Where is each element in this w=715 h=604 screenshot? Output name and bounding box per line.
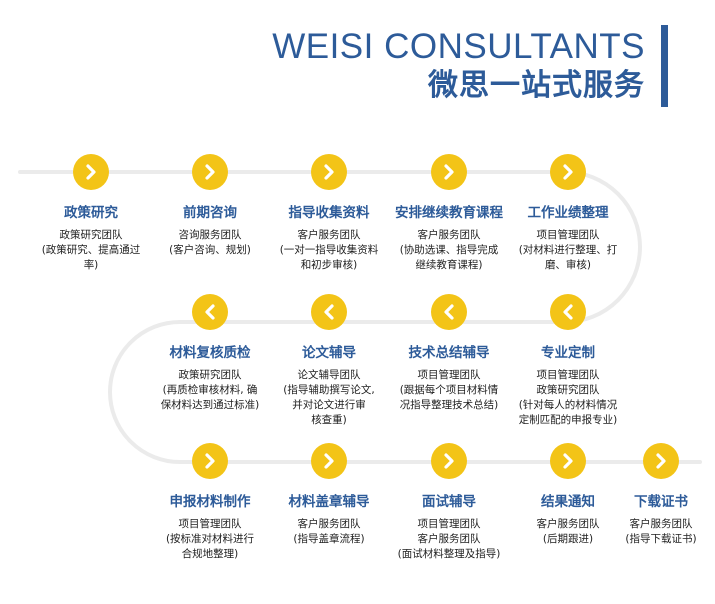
step-description: 论文辅导团队(指导辅助撰写论文,并对论文进行审核查重): [283, 369, 375, 426]
step-title: 论文辅导: [302, 345, 356, 361]
chevron-right-icon: [192, 443, 228, 479]
chevron-right-icon: [192, 154, 228, 190]
step-policy-research: 政策研究 政策研究团队(政策研究、提高通过率): [26, 154, 156, 273]
step-technical-summary: 技术总结辅导 项目管理团队(跟据每个项目材料情况指导整理技术总结): [384, 294, 514, 413]
chevron-left-icon: [311, 294, 347, 330]
chevron-right-icon: [73, 154, 109, 190]
chevron-left-icon: [431, 294, 467, 330]
chevron-left-icon: [192, 294, 228, 330]
step-material-review: 材料复核质检 政策研究团队(再质检审核材料, 确保材料达到通过标准): [145, 294, 275, 413]
step-description: 项目管理团队(对材料进行整理、打磨、审核): [518, 229, 618, 271]
chevron-right-icon: [311, 443, 347, 479]
step-interview-guidance: 面试辅导 项目管理团队客户服务团队(面试材料整理及指导): [384, 443, 514, 562]
step-title: 安排继续教育课程: [395, 205, 503, 221]
chevron-left-icon: [550, 294, 586, 330]
chevron-right-icon: [431, 154, 467, 190]
step-download-certificate: 下载证书 客户服务团队(指导下载证书): [596, 443, 715, 547]
step-collect-materials: 指导收集资料 客户服务团队(一对一指导收集资料和初步审核): [264, 154, 394, 273]
step-description: 项目管理团队客户服务团队(面试材料整理及指导): [397, 518, 501, 560]
step-continuing-education: 安排继续教育课程 客户服务团队(协助选课、指导完成继续教育课程): [384, 154, 514, 273]
step-description: 客户服务团队(指导盖章流程): [293, 518, 365, 545]
step-title: 技术总结辅导: [408, 345, 490, 361]
chevron-right-icon: [311, 154, 347, 190]
step-description: 客户服务团队(一对一指导收集资料和初步审核): [279, 229, 379, 271]
step-description: 项目管理团队(跟据每个项目材料情况指导整理技术总结): [399, 369, 499, 411]
step-title: 专业定制: [541, 345, 595, 361]
step-title: 材料复核质检: [169, 345, 251, 361]
chevron-right-icon: [550, 154, 586, 190]
step-application-production: 申报材料制作 项目管理团队(按标准对材料进行合规地整理): [145, 443, 275, 562]
step-title: 下载证书: [634, 494, 688, 510]
step-title: 工作业绩整理: [527, 205, 609, 221]
brand-english: WEISI CONSULTANTS: [272, 27, 645, 66]
chevron-right-icon: [431, 443, 467, 479]
step-description: 客户服务团队(后期跟进): [536, 518, 600, 545]
step-title: 申报材料制作: [169, 494, 251, 510]
step-preliminary-consultation: 前期咨询 咨询服务团队(客户咨询、规划): [145, 154, 275, 258]
step-seal-guidance: 材料盖章辅导 客户服务团队(指导盖章流程): [264, 443, 394, 547]
chevron-right-icon: [643, 443, 679, 479]
step-title: 材料盖章辅导: [288, 494, 370, 510]
step-title: 政策研究: [64, 205, 118, 221]
chevron-right-icon: [550, 443, 586, 479]
step-professional-customization: 专业定制 项目管理团队政策研究团队(针对每人的材料情况定制匹配的申报专业): [503, 294, 633, 428]
step-description: 项目管理团队(按标准对材料进行合规地整理): [165, 518, 255, 560]
step-work-performance: 工作业绩整理 项目管理团队(对材料进行整理、打磨、审核): [503, 154, 633, 273]
step-thesis-guidance: 论文辅导 论文辅导团队(指导辅助撰写论文,并对论文进行审核查重): [264, 294, 394, 428]
brand-chinese: 微思一站式服务: [428, 68, 645, 103]
brand-header: WEISI CONSULTANTS 微思一站式服务: [272, 28, 645, 106]
step-description: 政策研究团队(再质检审核材料, 确保材料达到通过标准): [160, 369, 260, 411]
step-title: 结果通知: [541, 494, 595, 510]
step-description: 客户服务团队(指导下载证书): [625, 518, 697, 545]
step-description: 项目管理团队政策研究团队(针对每人的材料情况定制匹配的申报专业): [518, 369, 618, 426]
step-description: 客户服务团队(协助选课、指导完成继续教育课程): [399, 229, 499, 271]
step-result-notification: 结果通知 客户服务团队(后期跟进): [503, 443, 633, 547]
step-description: 政策研究团队(政策研究、提高通过率): [41, 229, 141, 271]
brand-accent-bar: [661, 25, 668, 107]
step-title: 面试辅导: [422, 494, 476, 510]
step-title: 指导收集资料: [288, 205, 370, 221]
step-title: 前期咨询: [183, 205, 237, 221]
step-description: 咨询服务团队(客户咨询、规划): [169, 229, 251, 256]
